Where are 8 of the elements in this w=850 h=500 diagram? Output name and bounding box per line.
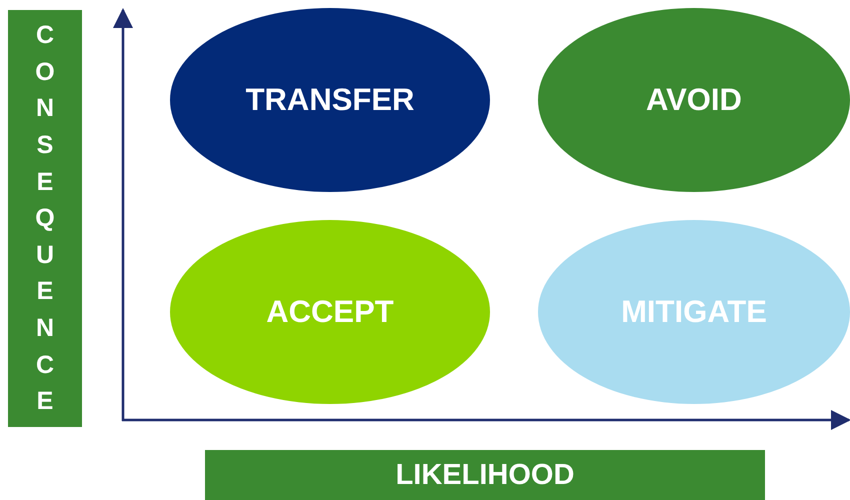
axis-title: LIKELIHOOD xyxy=(396,458,574,492)
axis-title-band xyxy=(8,10,82,427)
axis-title: CONSEQUENCE xyxy=(34,20,56,418)
strategy-label: AVOID xyxy=(646,82,742,118)
strategy-label: TRANSFER xyxy=(246,82,414,118)
axis-title-band xyxy=(205,450,765,500)
strategy-label: MITIGATE xyxy=(621,294,767,330)
strategy-label: ACCEPT xyxy=(266,294,394,330)
